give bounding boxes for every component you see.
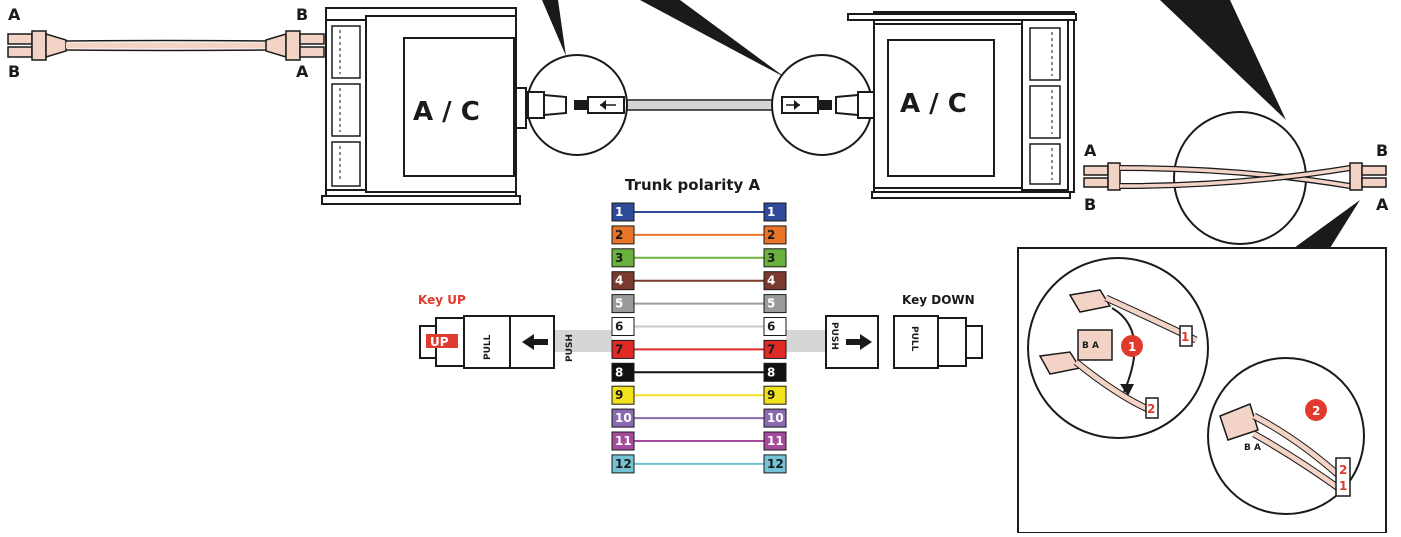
fiber-box-right-5 — [763, 294, 787, 314]
cassette-left-label: A / C — [413, 97, 480, 127]
label-bottom-left: B — [1084, 195, 1096, 214]
callout-wedge-right — [1160, 0, 1286, 120]
cassette-right: A / C — [847, 11, 1077, 199]
key-down-label: Key DOWN — [902, 293, 975, 307]
fiber-number-right-1: 1 — [767, 205, 775, 219]
fiber-number-right-8: 8 — [767, 365, 775, 379]
label-bottom-right: A — [1376, 195, 1389, 214]
fiber-box-left-1 — [611, 202, 635, 222]
clip-ba-label: B A — [1082, 341, 1099, 351]
key-up-label: Key UP — [418, 293, 466, 307]
callout-wedge-center — [640, 0, 786, 78]
fiber-box-left-3 — [611, 248, 635, 268]
polarity-flip-inset: 1 2 B A 1 2 1 B A 2 — [1017, 200, 1387, 534]
fiber-number-right-7: 7 — [767, 342, 775, 356]
cassette-left: A / C — [321, 7, 527, 205]
fiber-box-left-12 — [611, 454, 635, 474]
fiber-number-right-10: 10 — [767, 411, 784, 425]
mpo-connector-left: Key UP UP PULL PUSH — [418, 293, 575, 369]
fiber-number-right-9: 9 — [767, 388, 775, 402]
fiber-box-right-9 — [763, 385, 787, 405]
fiber-tag-2b: 2 — [1339, 463, 1347, 477]
fiber-box-left-5 — [611, 294, 635, 314]
fiber-number-left-4: 4 — [615, 274, 623, 288]
fiber-number-right-3: 3 — [767, 251, 775, 265]
fiber-number-left-6: 6 — [615, 320, 623, 334]
fiber-number-left-5: 5 — [615, 297, 623, 311]
fiber-box-left-9 — [611, 385, 635, 405]
fiber-number-left-2: 2 — [615, 228, 623, 242]
fiber-number-left-7: 7 — [615, 342, 623, 356]
fiber-tag-1: 1 — [1181, 330, 1189, 344]
label-top-left: A — [8, 5, 21, 24]
fiber-number-right-5: 5 — [767, 297, 775, 311]
fiber-number-left-8: 8 — [615, 365, 623, 379]
fiber-box-left-8 — [611, 362, 635, 382]
fiber-box-left-7 — [611, 339, 635, 359]
arrow-right-icon — [846, 334, 872, 350]
push-label-right: PUSH — [829, 322, 839, 350]
trunk-band-right — [786, 330, 826, 352]
fiber-number-right-4: 4 — [767, 274, 775, 288]
label-top-left: A — [1084, 141, 1097, 160]
fiber-number-left-11: 11 — [615, 434, 632, 448]
fiber-box-right-10 — [763, 408, 787, 428]
fiber-number-right-11: 11 — [767, 434, 784, 448]
fiber-box-left-11 — [611, 431, 635, 451]
arrow-left-icon — [522, 334, 548, 350]
fiber-box-left-4 — [611, 271, 635, 291]
fiber-box-right-3 — [763, 248, 787, 268]
fiber-box-right-4 — [763, 271, 787, 291]
fiber-box-right-8 — [763, 362, 787, 382]
push-label-left: PUSH — [565, 334, 575, 362]
fiber-number-right-6: 6 — [767, 320, 775, 334]
duplex-patch-cord-left: A B B A — [7, 5, 325, 81]
mpo-connector-right: Key DOWN PUSH PULL — [825, 293, 983, 369]
fiber-number-left-12: 12 — [615, 457, 632, 471]
fiber-number-left-9: 9 — [615, 388, 623, 402]
fiber-box-right-12 — [763, 454, 787, 474]
fiber-box-left-6 — [611, 317, 635, 336]
fiber-number-left-1: 1 — [615, 205, 623, 219]
fiber-number-right-2: 2 — [767, 228, 775, 242]
cassette-right-label: A / C — [900, 89, 967, 119]
fiber-tag-2: 2 — [1147, 402, 1155, 416]
fiber-box-right-7 — [763, 339, 787, 359]
fiber-box-left-2 — [611, 225, 635, 245]
callout-wedge-left — [542, 0, 566, 56]
step-2-badge — [1305, 399, 1327, 421]
step-2-number: 2 — [1312, 404, 1320, 418]
clip-ba-label-2: B A — [1244, 443, 1261, 453]
fiber-box-right-2 — [763, 225, 787, 245]
fiber-number-right-12: 12 — [767, 457, 784, 471]
up-badge: UP — [430, 335, 449, 349]
trunk-connector-detail — [526, 54, 875, 156]
label-bottom-left: B — [8, 62, 20, 81]
fiber-box-right-6 — [763, 317, 787, 336]
label-top-right: B — [296, 5, 308, 24]
fiber-box-left-10 — [611, 408, 635, 428]
fiber-number-left-10: 10 — [615, 411, 632, 425]
step-1-badge — [1121, 335, 1143, 357]
fiber-number-left-3: 3 — [615, 251, 623, 265]
duplex-patch-cord-right: A B B A — [1083, 111, 1389, 245]
fiber-box-right-1 — [763, 202, 787, 222]
fiber-tag-1b: 1 — [1339, 479, 1347, 493]
step-1-number: 1 — [1128, 340, 1136, 354]
pull-label-right: PULL — [909, 326, 919, 352]
pull-label-left: PULL — [483, 334, 493, 360]
trunk-band-left — [540, 330, 612, 352]
label-top-right: B — [1376, 141, 1388, 160]
polarity-title: Trunk polarity A — [625, 176, 761, 194]
fiber-box-right-11 — [763, 431, 787, 451]
label-bottom-right: A — [296, 62, 309, 81]
